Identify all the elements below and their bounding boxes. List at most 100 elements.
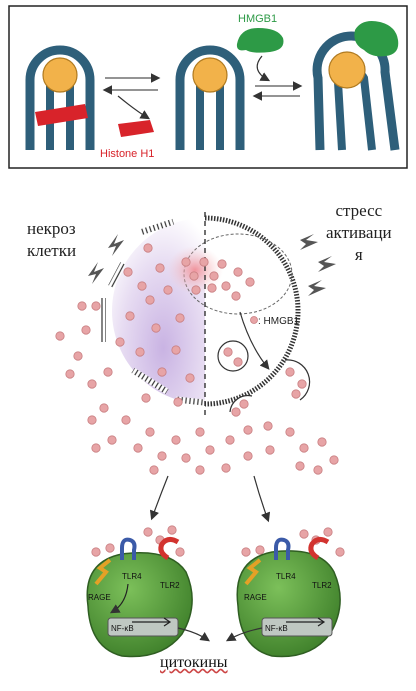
hmgb1-particle bbox=[137, 281, 147, 291]
signal-arrow bbox=[109, 583, 129, 614]
hmgb1-release-hotspot bbox=[167, 246, 223, 294]
hmgb1-particle bbox=[233, 267, 243, 277]
tlr2-receptor bbox=[158, 536, 180, 561]
hmgb1-particle bbox=[239, 399, 249, 409]
hmgb1-particle bbox=[171, 345, 181, 355]
hmgb1-particle bbox=[91, 443, 101, 453]
hmgb1-particle bbox=[155, 263, 165, 273]
hmgb1-particle bbox=[87, 415, 97, 425]
equilibrium-arrows-right bbox=[252, 55, 303, 101]
hmgb1-particle bbox=[207, 283, 217, 293]
hmgb1-particle bbox=[317, 437, 327, 447]
hmgb1-particle bbox=[91, 547, 101, 557]
hmgb1-particle bbox=[231, 407, 241, 417]
hmgb1-particle bbox=[299, 443, 309, 453]
hmgb1-particle bbox=[297, 379, 307, 389]
histone-h1 bbox=[35, 104, 88, 126]
hmgb1-particle bbox=[313, 465, 323, 475]
tlr4-label: TLR4 bbox=[122, 572, 142, 581]
cytokines-label: цитокины bbox=[160, 654, 228, 671]
hmgb1-particle bbox=[173, 397, 183, 407]
free-histone-h1 bbox=[118, 120, 154, 137]
nucleosome-bare bbox=[175, 45, 245, 150]
main-panel: : HMGB1 bbox=[55, 212, 345, 557]
hmgb1-particle bbox=[185, 373, 195, 383]
hmgb1-particle bbox=[143, 527, 153, 537]
tlr2-label: TLR2 bbox=[160, 581, 180, 590]
hmgb1-particle bbox=[141, 393, 151, 403]
transcription-arrow bbox=[286, 617, 326, 627]
hmgb1-legend-label: : HMGB1 bbox=[258, 316, 300, 327]
histone-core bbox=[328, 51, 366, 89]
hmgb1-particle bbox=[195, 465, 205, 475]
hmgb1-particle bbox=[163, 285, 173, 295]
receptor-cell-left: TLR4 TLR2 RAGE NF-κB bbox=[86, 536, 193, 658]
hmgb1-particle bbox=[263, 421, 273, 431]
tlr4-receptor bbox=[120, 537, 137, 560]
hmgb1-particle bbox=[175, 547, 185, 557]
stress-bolts-right bbox=[300, 234, 336, 296]
rage-label: RAGE bbox=[244, 593, 267, 602]
intact-membrane bbox=[204, 215, 301, 407]
cytokine-arrow-right bbox=[225, 627, 263, 642]
nfkb-label: NF-κB bbox=[265, 624, 288, 633]
hmgb1-particle bbox=[99, 403, 109, 413]
hmgb1-particle bbox=[135, 347, 145, 357]
hmgb1-particle bbox=[217, 259, 227, 269]
tlr4-receptor bbox=[274, 537, 291, 560]
hmgb1-label: HMGB1 bbox=[238, 13, 277, 25]
hmgb1-particle bbox=[149, 465, 159, 475]
hmgb1-particle bbox=[107, 435, 117, 445]
hmgb1-particle bbox=[55, 331, 65, 341]
nfkb-label: NF-κB bbox=[111, 624, 134, 633]
hmgb1-particle bbox=[335, 547, 345, 557]
hmgb1-particle bbox=[167, 525, 177, 535]
hmgb1-particle bbox=[151, 323, 161, 333]
tlr2-receptor bbox=[308, 536, 330, 561]
receptor-cell-right: TLR4 TLR2 RAGE NF-κB bbox=[236, 536, 341, 658]
dna-strand bbox=[25, 45, 95, 150]
hmgb1-particle bbox=[145, 295, 155, 305]
tlr2-label: TLR2 bbox=[312, 581, 332, 590]
equilibrium-arrows-left bbox=[102, 73, 161, 120]
dna-strand bbox=[312, 31, 400, 151]
hmgb1-particle bbox=[125, 311, 135, 321]
hmgb1-particle bbox=[175, 313, 185, 323]
hmgb1-particle bbox=[221, 281, 231, 291]
histone-h1-label: Histone H1 bbox=[100, 148, 154, 160]
hmgb1-particle bbox=[199, 257, 209, 267]
hmgb1-particle bbox=[265, 445, 275, 455]
rage-receptor bbox=[94, 558, 112, 586]
rage-receptor bbox=[244, 558, 262, 586]
nucleus-outline bbox=[183, 233, 293, 315]
hmgb1-particle bbox=[223, 347, 233, 357]
hmgb1-particle bbox=[195, 427, 205, 437]
hmgb1-particle bbox=[243, 425, 253, 435]
hmgb1-particle bbox=[323, 527, 333, 537]
hmgb1-particle bbox=[73, 351, 83, 361]
nucleosome-with-hmgb1 bbox=[312, 21, 400, 151]
hmgb1-particle bbox=[65, 369, 75, 379]
down-arrow-right bbox=[253, 475, 271, 523]
hmgb1-particle bbox=[87, 379, 97, 389]
tlr4-label: TLR4 bbox=[276, 572, 296, 581]
vesicle bbox=[217, 340, 249, 372]
hmgb1-particle bbox=[145, 427, 155, 437]
hmgb1-particle bbox=[133, 443, 143, 453]
hmgb1-particle bbox=[181, 257, 191, 267]
stress-activation-label: стресс активаци я bbox=[326, 201, 392, 264]
hmgb1-particle bbox=[243, 451, 253, 461]
hmgb1-particle bbox=[255, 545, 265, 555]
hmgb1-particle bbox=[295, 461, 305, 471]
secretion-arrow bbox=[239, 311, 270, 370]
hmgb1-particle bbox=[157, 367, 167, 377]
hmgb1-particle bbox=[221, 463, 231, 473]
hmgb1-particle bbox=[245, 277, 255, 287]
hmgb1-particle bbox=[157, 451, 167, 461]
hmgb1-particles bbox=[55, 243, 345, 557]
hmgb1-particle bbox=[181, 453, 191, 463]
histone-core bbox=[42, 57, 78, 93]
hmgb1-particle bbox=[189, 271, 199, 281]
